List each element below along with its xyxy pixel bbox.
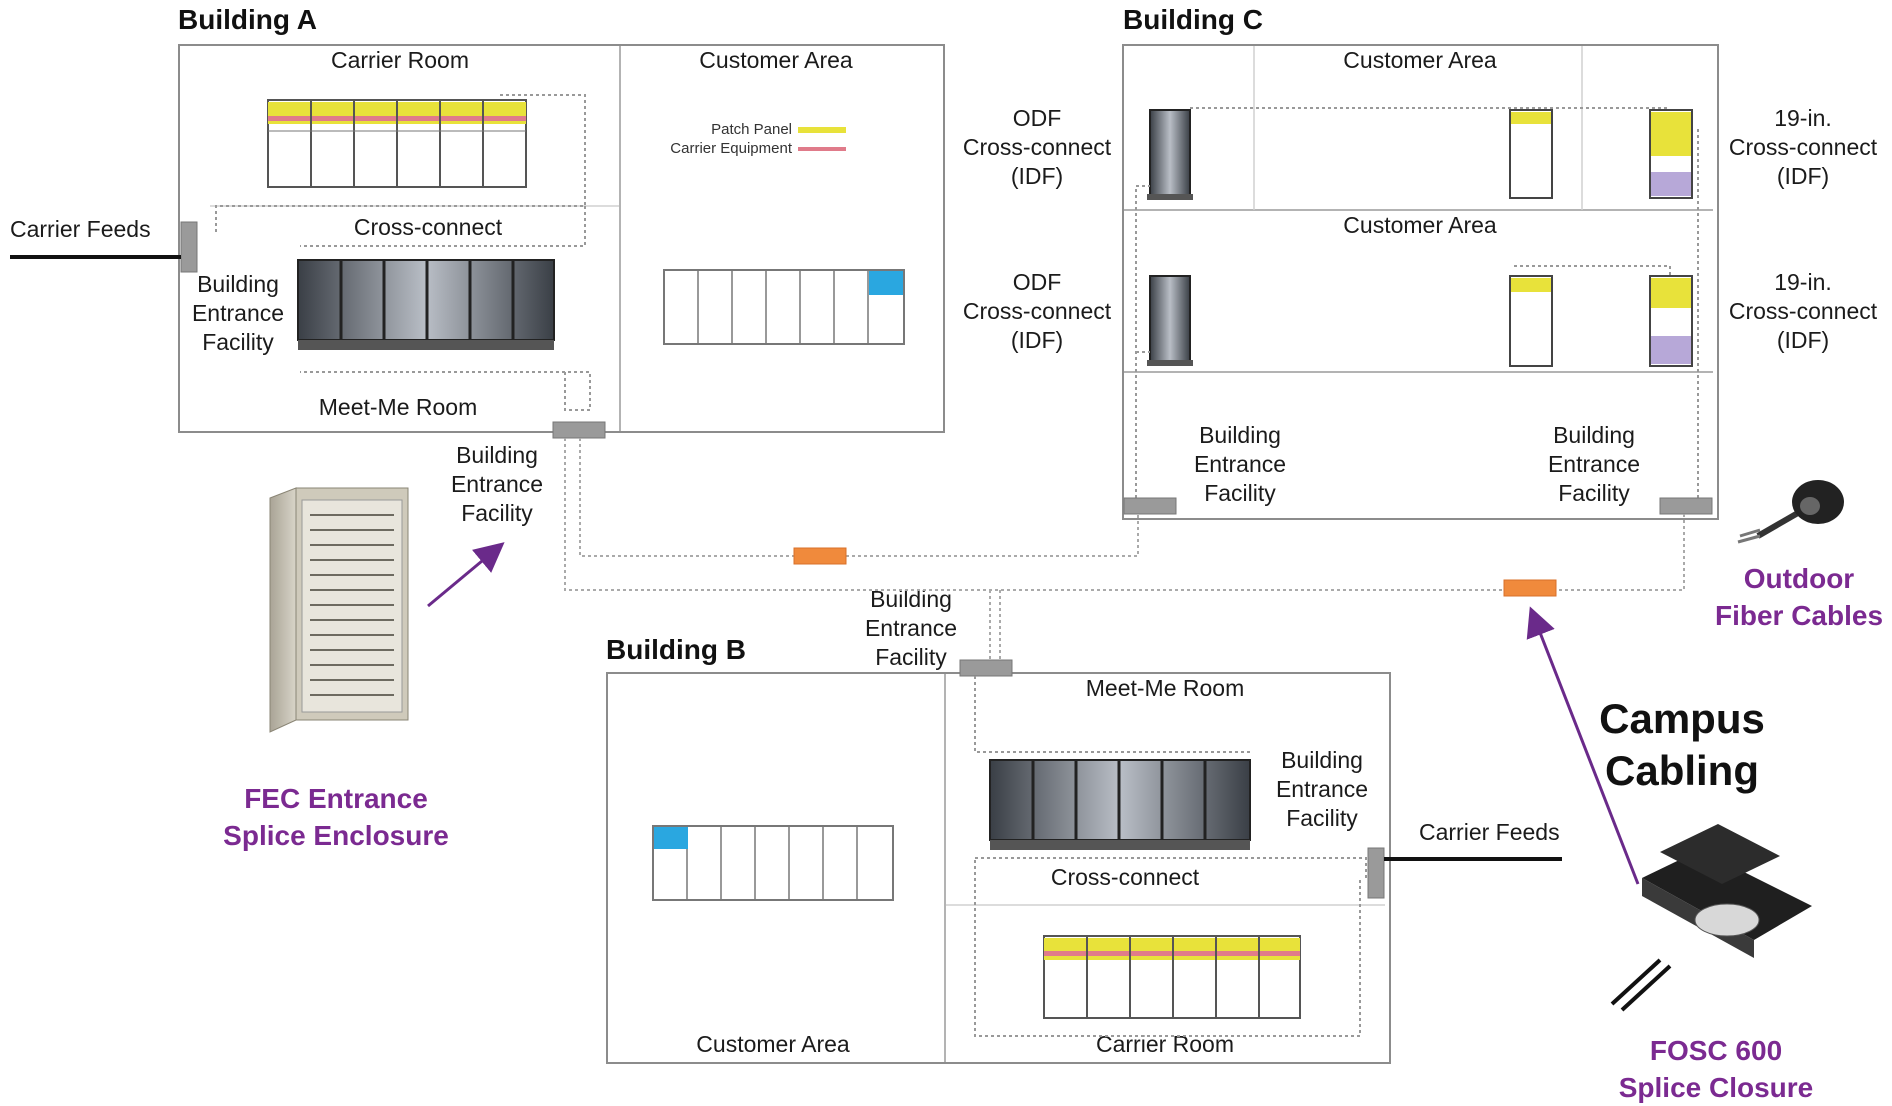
building-a-customer-panels xyxy=(663,269,905,345)
building-b-customer-panels xyxy=(652,825,894,901)
building-c-rack-top-right xyxy=(1649,109,1693,199)
building-a-carrier-panels xyxy=(267,99,527,188)
building-a-title: Building A xyxy=(178,4,317,35)
building-b-cross-connect-racks xyxy=(989,759,1251,850)
building-a-meet-me-room-label: Meet-Me Room xyxy=(318,394,478,420)
building-a-cross-connect-racks xyxy=(297,259,555,350)
building-c-title: Building C xyxy=(1123,4,1263,35)
building-c-rack-mid-right xyxy=(1649,275,1693,367)
building-b-carrier-panels xyxy=(1043,935,1301,1019)
fec-enclosure-illustration xyxy=(269,487,409,733)
building-a-divider xyxy=(619,46,621,431)
fosc-arrow xyxy=(1526,606,1640,885)
building-c xyxy=(1122,44,1719,520)
rack-mid-label: 19-in.Cross-connect(IDF) xyxy=(1728,269,1878,353)
splice-closure-a-c xyxy=(793,547,847,565)
fosc-600-illustration xyxy=(1610,824,1812,1012)
building-b-bef-top xyxy=(959,659,1013,677)
building-b-title: Building B xyxy=(606,634,746,665)
building-b-meet-me-room-label: Meet-Me Room xyxy=(1085,675,1245,701)
building-c-customer-area-top-label: Customer Area xyxy=(1343,47,1497,73)
building-c-customer-area-mid-label: Customer Area xyxy=(1343,212,1497,238)
fec-arrow xyxy=(427,542,505,608)
rack-top-label: 19-in.Cross-connect(IDF) xyxy=(1728,105,1878,189)
building-a-customer-area-label: Customer Area xyxy=(699,47,853,73)
legend-patch-panel: Patch Panel xyxy=(711,121,792,138)
building-b-customer-area-label: Customer Area xyxy=(696,1031,850,1057)
outdoor-fiber-cable-illustration xyxy=(1737,480,1844,544)
building-b-divider xyxy=(944,674,946,1062)
building-c-bef-right xyxy=(1659,497,1713,515)
building-b-bef-wall xyxy=(1367,847,1385,899)
building-a-bef-meetme xyxy=(552,421,606,439)
carrier-feeds-right-label: Carrier Feeds xyxy=(1419,819,1560,845)
building-a-carrier-room-label: Carrier Room xyxy=(330,47,470,73)
building-c-odf-mid xyxy=(1147,275,1193,366)
splice-closure-b-c xyxy=(1503,579,1557,597)
legend-carrier-equipment: Carrier Equipment xyxy=(670,140,792,157)
campus-cabling-paths xyxy=(564,438,1685,660)
building-a-bef-wall xyxy=(180,221,198,273)
building-c-rack-mid-left xyxy=(1509,275,1553,367)
carrier-feeds-left-label: Carrier Feeds xyxy=(10,216,151,242)
building-b-cross-connect-label: Cross-connect xyxy=(1050,864,1200,890)
building-a-cross-connect-label: Cross-connect xyxy=(353,214,503,240)
building-c-bef-left xyxy=(1123,497,1177,515)
building-c-odf-top xyxy=(1147,109,1193,200)
building-c-rack-top-left xyxy=(1509,109,1553,199)
